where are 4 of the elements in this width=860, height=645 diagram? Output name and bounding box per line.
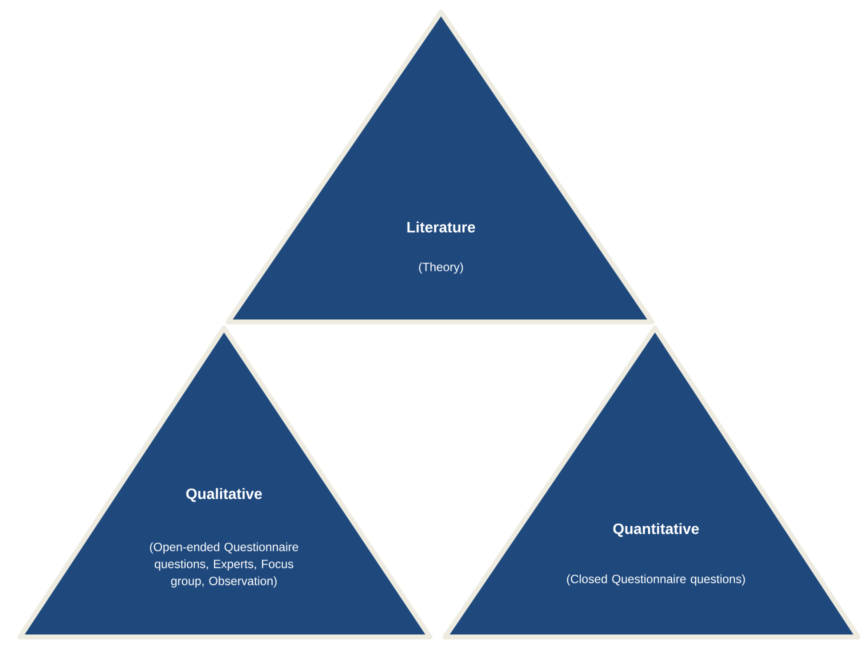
heading: Literature: [407, 222, 476, 232]
description: (Theory): [419, 262, 463, 274]
description: (Open-ended Questionnaire questions, Experts, Focus group, Observation): [150, 542, 298, 588]
heading: Qualitative: [186, 488, 262, 502]
